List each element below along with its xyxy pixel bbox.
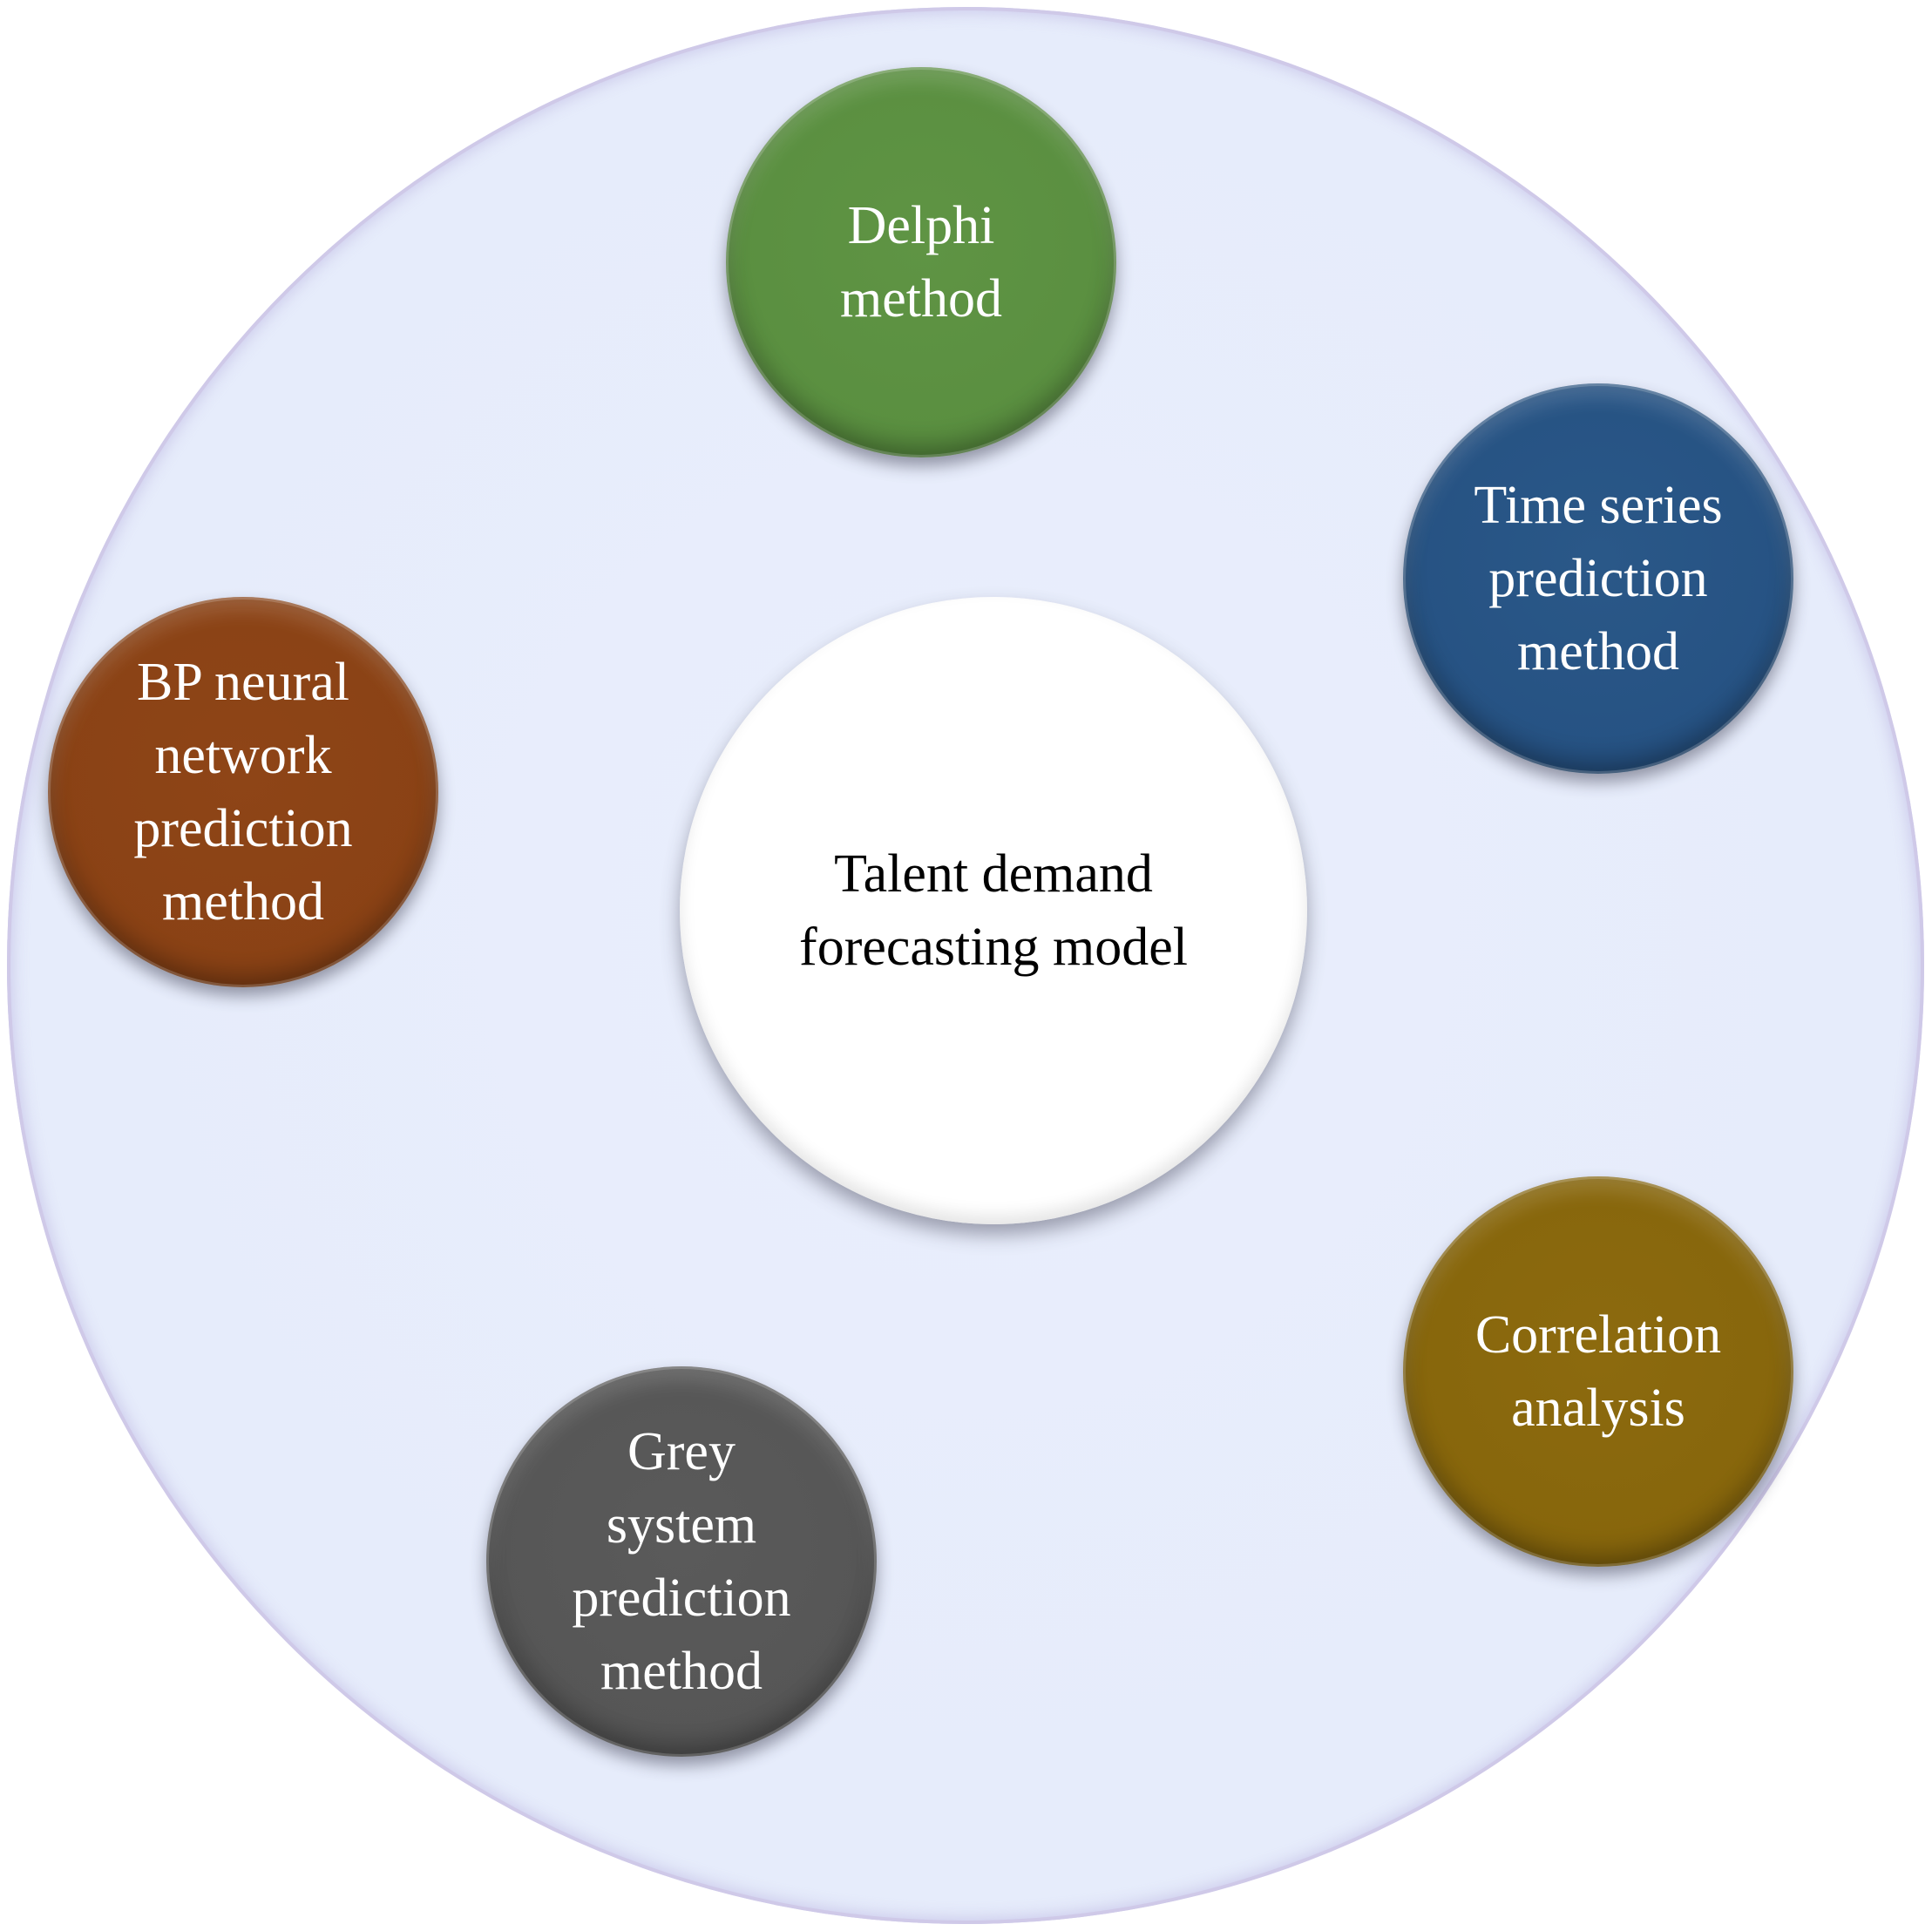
method-node-time-series-label: Time series prediction method	[1474, 476, 1723, 681]
method-node-bp-neural-label: BP neural network prediction method	[133, 653, 353, 932]
method-node-grey-system: Grey system prediction method	[486, 1366, 877, 1757]
method-node-correlation-label: Correlation analysis	[1474, 1305, 1722, 1438]
method-node-grey-system-label: Grey system prediction method	[572, 1422, 791, 1701]
method-node-time-series: Time series prediction method	[1403, 383, 1793, 774]
center-node: Talent demand forecasting model	[680, 597, 1307, 1224]
method-node-delphi-label: Delphi method	[840, 196, 1002, 329]
method-node-bp-neural: BP neural network prediction method	[48, 597, 438, 987]
method-node-delphi: Delphi method	[726, 67, 1116, 457]
center-node-label: Talent demand forecasting model	[799, 844, 1188, 977]
method-node-correlation: Correlation analysis	[1403, 1176, 1793, 1567]
